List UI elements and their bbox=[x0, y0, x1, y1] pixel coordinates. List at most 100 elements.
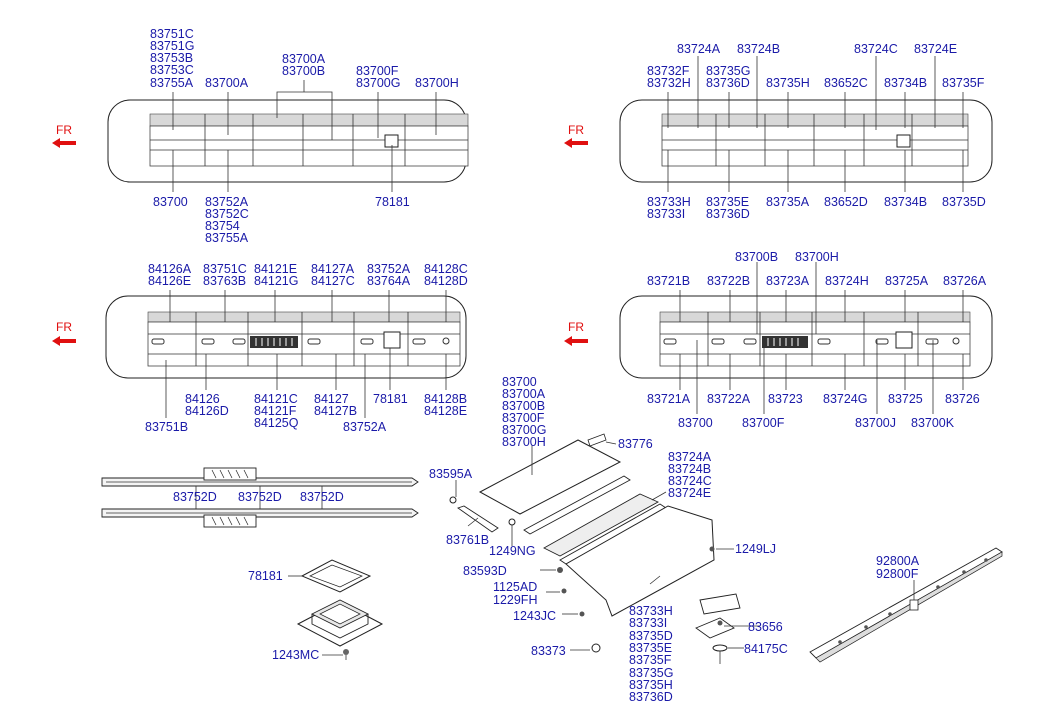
label: 84126 bbox=[185, 392, 220, 406]
label: 83735D bbox=[942, 195, 986, 209]
label: 83700B bbox=[502, 399, 545, 413]
label: 83735F bbox=[629, 653, 672, 667]
label: 83733I bbox=[629, 616, 667, 630]
label: 83753B bbox=[150, 51, 193, 65]
view-2-roof-trim: FR 83724A 83724B 83724C 83724E 83732F 83… bbox=[564, 42, 993, 221]
label: 83732F bbox=[647, 64, 690, 78]
label: 83725 bbox=[888, 392, 923, 406]
label: 83700 bbox=[678, 416, 713, 430]
label: 83735A bbox=[766, 195, 810, 209]
label: 83700B bbox=[282, 64, 325, 78]
label: 84121C bbox=[254, 392, 298, 406]
label: 83726A bbox=[943, 274, 987, 288]
label: 83736D bbox=[706, 76, 750, 90]
label: 83700 bbox=[153, 195, 188, 209]
view-3-roof-trim: FR 84126A 84126E 83751C 83763B 84121E 84… bbox=[52, 262, 468, 434]
label: 83776 bbox=[618, 437, 653, 451]
label: 84125Q bbox=[254, 416, 299, 430]
label: 83724A bbox=[677, 42, 721, 56]
label: 83733H bbox=[629, 604, 673, 618]
label: 83752C bbox=[205, 207, 249, 221]
exploded-roof-trim: 83700 83700A 83700B 83700F 83700G 83700H… bbox=[429, 375, 788, 704]
label: 1125AD bbox=[493, 580, 537, 594]
label: 83700J bbox=[855, 416, 896, 430]
label: 83751C bbox=[150, 27, 194, 41]
label: 83735G bbox=[629, 666, 673, 680]
label: 83722A bbox=[707, 392, 751, 406]
label: 1243MC bbox=[272, 648, 319, 662]
fr-label: FR bbox=[568, 320, 584, 334]
label: 83752A bbox=[205, 195, 249, 209]
label: 84121G bbox=[254, 274, 298, 288]
label: 84121F bbox=[254, 404, 297, 418]
label: 83736D bbox=[706, 207, 750, 221]
label: 83726 bbox=[945, 392, 980, 406]
label: 83700G bbox=[356, 76, 400, 90]
label: 83735H bbox=[766, 76, 810, 90]
front-arrow-icon bbox=[52, 138, 76, 148]
label: 83754 bbox=[205, 219, 240, 233]
label: 83735E bbox=[706, 195, 749, 209]
label: 83752D bbox=[300, 490, 344, 504]
label: 83752D bbox=[238, 490, 282, 504]
fr-label: FR bbox=[568, 123, 584, 137]
label: 83735E bbox=[629, 641, 672, 655]
label: 84175C bbox=[744, 642, 788, 656]
label: 83752A bbox=[343, 420, 387, 434]
label: 83735H bbox=[629, 678, 673, 692]
label: 83652D bbox=[824, 195, 868, 209]
front-arrow-icon bbox=[52, 336, 76, 346]
fr-label: FR bbox=[56, 123, 72, 137]
label: 1243JC bbox=[513, 609, 556, 623]
label: 78181 bbox=[248, 569, 283, 583]
label: 84127A bbox=[311, 262, 355, 276]
label: 83656 bbox=[748, 620, 783, 634]
label: 83723 bbox=[768, 392, 803, 406]
label: 83700H bbox=[415, 76, 459, 90]
label: 1249NG bbox=[489, 544, 536, 558]
label: 83755A bbox=[150, 76, 194, 90]
label: 83700A bbox=[282, 52, 326, 66]
label: 84128E bbox=[424, 404, 467, 418]
label: 83752A bbox=[367, 262, 411, 276]
room-lamp-frame: 78181 1243MC bbox=[248, 559, 384, 662]
label: 92800F bbox=[876, 567, 919, 581]
label: 83724E bbox=[668, 486, 711, 500]
label: 83700G bbox=[502, 423, 546, 437]
label: 83724C bbox=[668, 474, 712, 488]
label: 83724E bbox=[914, 42, 957, 56]
label: 1249LJ bbox=[735, 542, 776, 556]
view-1-roof-trim: FR 83751C 83751G 83753B 83753C 83755A 83… bbox=[52, 27, 469, 245]
label: 83700F bbox=[742, 416, 785, 430]
label: 83652C bbox=[824, 76, 868, 90]
label: 83763B bbox=[203, 274, 246, 288]
label: 83734B bbox=[884, 76, 927, 90]
label: 83721A bbox=[647, 392, 691, 406]
label: 84121E bbox=[254, 262, 297, 276]
label: 83700A bbox=[205, 76, 249, 90]
label: 83724B bbox=[668, 462, 711, 476]
label: 83595A bbox=[429, 467, 473, 481]
label: 92800A bbox=[876, 554, 920, 568]
label: 83733I bbox=[647, 207, 685, 221]
label: 84128B bbox=[424, 392, 467, 406]
label: 83733H bbox=[647, 195, 691, 209]
label: 83373 bbox=[531, 644, 566, 658]
label: 78181 bbox=[375, 195, 410, 209]
label: 83735F bbox=[942, 76, 985, 90]
front-arrow-icon bbox=[564, 138, 588, 148]
label: 83700B bbox=[735, 250, 778, 264]
label: 83700A bbox=[502, 387, 546, 401]
label: 84126E bbox=[148, 274, 191, 288]
label: 83721B bbox=[647, 274, 690, 288]
label: 83724G bbox=[823, 392, 867, 406]
label: 83593D bbox=[463, 564, 507, 578]
label: 83724B bbox=[737, 42, 780, 56]
label: 84126D bbox=[185, 404, 229, 418]
label: 84128D bbox=[424, 274, 468, 288]
label: 84128C bbox=[424, 262, 468, 276]
label: 83764A bbox=[367, 274, 411, 288]
label: 83735D bbox=[629, 629, 673, 643]
label: 83700K bbox=[911, 416, 955, 430]
